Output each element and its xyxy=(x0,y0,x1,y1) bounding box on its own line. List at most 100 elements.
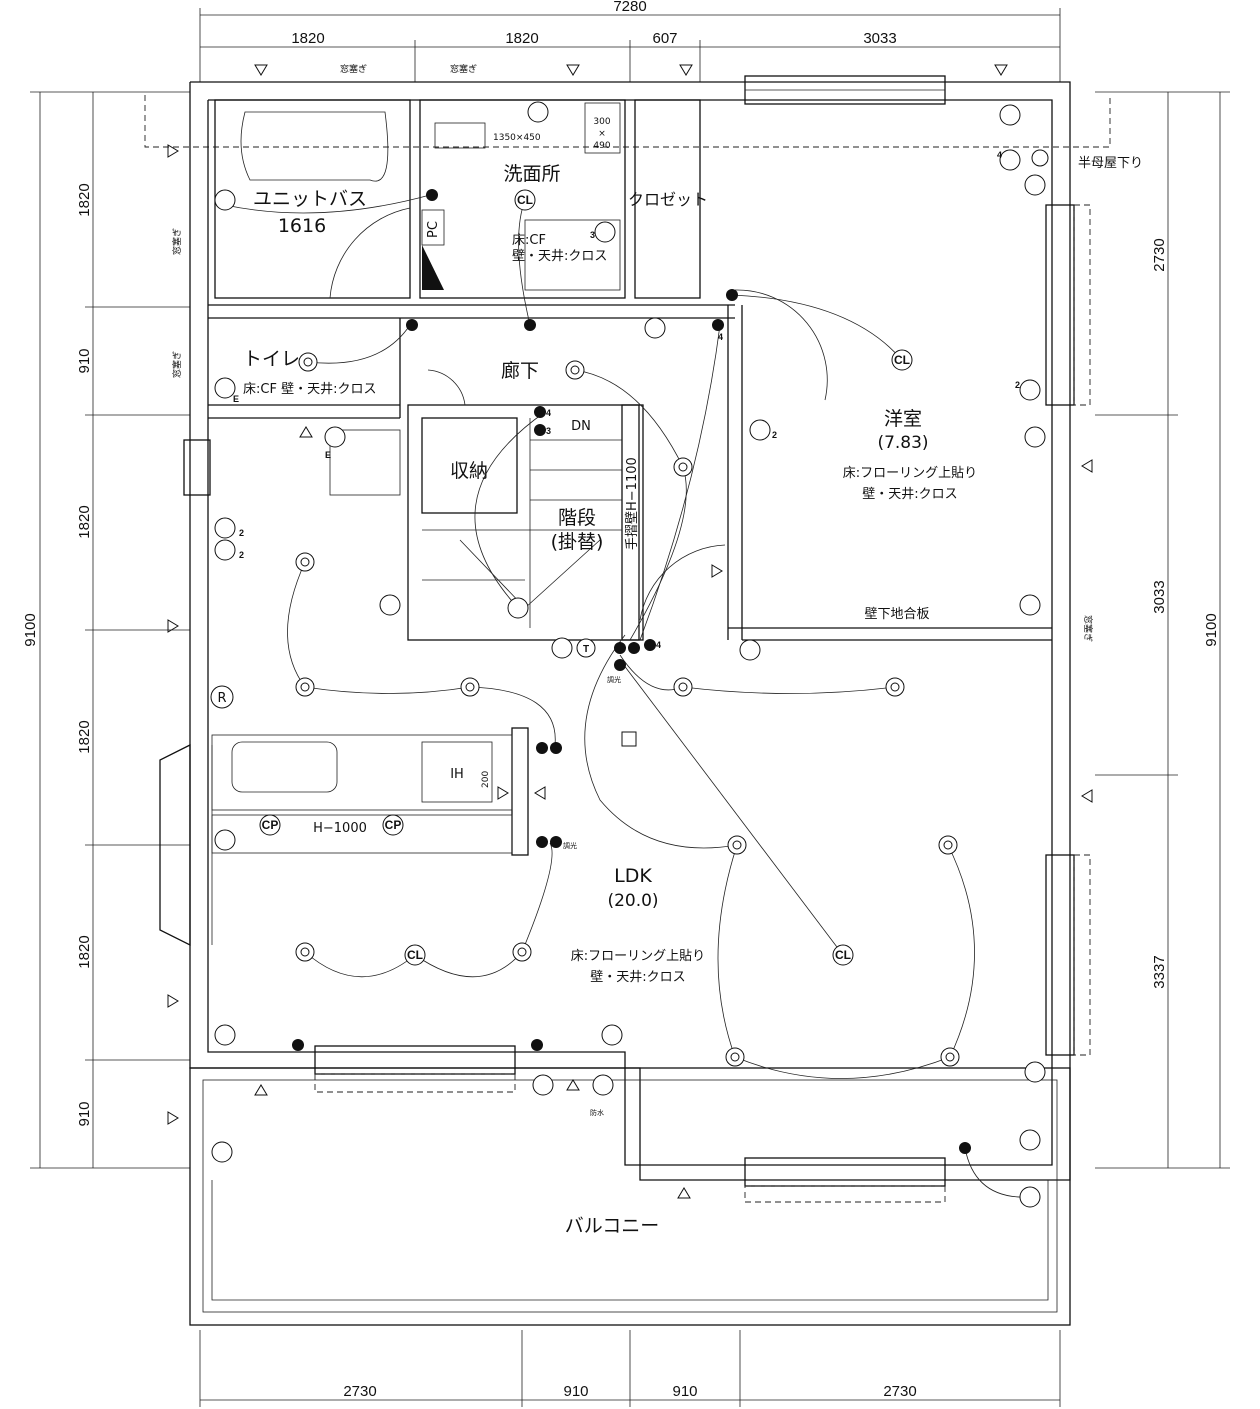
cabinet xyxy=(584,102,621,154)
stairs-label: 階段 xyxy=(558,507,596,529)
stair-treads xyxy=(422,418,622,628)
dim-bottom-3: 910 xyxy=(672,1383,697,1400)
ldk-floor: 床:フローリング上貼り xyxy=(571,949,705,964)
roof-line xyxy=(144,95,1111,148)
storage-box xyxy=(421,417,518,514)
waterproof-outlet: 防水 xyxy=(590,1108,604,1117)
exterior-walls xyxy=(159,75,1091,1326)
ceiling-light-ldk-2: CL xyxy=(835,948,851,962)
window-left xyxy=(183,439,211,496)
dim-right-3: 3337 xyxy=(1151,955,1168,988)
ceiling-light-western: CL xyxy=(894,353,910,367)
western-room-base: 壁下地合板 xyxy=(864,607,929,622)
closet-label: クロゼット xyxy=(628,190,708,209)
dim-top-4: 3033 xyxy=(863,30,896,47)
outlet-count-3way: 3 xyxy=(590,230,595,240)
cabinet-width: 300 xyxy=(593,117,610,127)
dining-counter xyxy=(211,814,513,854)
window-fill-note-1: 窓塞ぎ xyxy=(340,63,367,75)
vanity xyxy=(434,122,486,149)
tv-outlet: T xyxy=(583,644,589,655)
downlights xyxy=(295,352,960,1067)
outlets xyxy=(211,101,1049,1208)
balcony-label: バルコニー xyxy=(565,1215,660,1237)
dim-top-3: 607 xyxy=(652,30,677,47)
bath-label: ユニットバス xyxy=(253,188,367,210)
dim-left-1: 1820 xyxy=(76,183,93,216)
ldk-area: (20.0) xyxy=(607,891,658,911)
cabinet-x: × xyxy=(598,129,606,139)
window-fill-note-3: 窓塞ぎ xyxy=(171,228,183,255)
refrigerator-space xyxy=(329,429,401,496)
pc-label: PC xyxy=(426,221,441,238)
storage-label: 収納 xyxy=(450,460,488,482)
dimension-top: 7280 1820 1820 607 3033 xyxy=(199,0,1061,82)
ldk-label: LDK xyxy=(614,865,652,887)
pendant-2: CP xyxy=(385,818,402,832)
dimension-left: 9100 1820 910 1820 1820 1820 910 xyxy=(22,91,190,1169)
stairs-dn: DN xyxy=(571,419,591,434)
earth-toilet: E xyxy=(233,394,239,404)
earth-fridge: E xyxy=(325,450,331,460)
dim-top-2: 1820 xyxy=(505,30,538,47)
switch-count-4b: 4 xyxy=(718,332,723,342)
dim-left-4: 1820 xyxy=(76,720,93,753)
counter-height: H−1000 xyxy=(313,821,367,836)
ceiling-light-washroom: CL xyxy=(517,193,533,207)
switch-count-4a: 4 xyxy=(546,408,551,418)
western-room-area: (7.83) xyxy=(877,433,928,453)
handrail-note: 手摺壁H−1100 xyxy=(625,457,640,550)
western-room-label: 洋室 xyxy=(884,408,922,430)
ih-label: IH xyxy=(450,767,464,782)
ceiling-light-ldk-1: CL xyxy=(407,948,423,962)
washer-pan xyxy=(524,219,621,291)
window-fill-note-2: 窓塞ぎ xyxy=(450,63,477,75)
dim-left-3: 1820 xyxy=(76,505,93,538)
balcony-outline xyxy=(189,1067,1071,1326)
wiring xyxy=(224,194,1031,1198)
dim-left-5: 1820 xyxy=(76,935,93,968)
dimmer-2: 調光 xyxy=(563,841,577,850)
dim-left-6: 910 xyxy=(76,1101,93,1126)
switch-count-3: 3 xyxy=(546,426,551,436)
window-bottom-2 xyxy=(744,1157,946,1187)
fridge-outlet: R xyxy=(217,691,226,706)
dim-right-1: 2730 xyxy=(1151,238,1168,271)
stairs-sub: (掛替) xyxy=(551,531,604,553)
dim-bottom-2: 910 xyxy=(563,1383,588,1400)
window-fill-note-4: 窓塞ぎ xyxy=(171,351,183,378)
switch-count-4d: 4 xyxy=(997,150,1002,160)
outlet-count-2: 2 xyxy=(239,550,244,560)
corridor-label: 廊下 xyxy=(501,360,539,382)
vanity-size: 1350×450 xyxy=(493,133,541,143)
ldk-wall: 壁・天井:クロス xyxy=(590,970,685,985)
interior-walls xyxy=(208,99,1052,856)
dim-left-2: 910 xyxy=(76,348,93,373)
switches xyxy=(292,189,971,1154)
window-bottom-1 xyxy=(314,1045,516,1075)
washroom-floor: 床:CF xyxy=(512,233,546,248)
dim-top-total: 7280 xyxy=(613,0,646,15)
western-room-wall: 壁・天井:クロス xyxy=(862,487,957,502)
pc-box xyxy=(421,209,445,246)
outlet-count-4: 2 xyxy=(1015,380,1020,390)
ih-width: 200 xyxy=(481,771,491,788)
kitchen-sink xyxy=(231,741,338,793)
washroom-wall: 壁・天井:クロス xyxy=(512,249,607,264)
toilet-finish: 床:CF 壁・天井:クロス xyxy=(243,382,376,397)
dim-bottom-1: 2730 xyxy=(343,1383,376,1400)
roof-note: 半母屋下り xyxy=(1078,156,1143,171)
dim-right-total: 9100 xyxy=(1203,613,1220,646)
dimension-bottom: 2730 910 910 2730 xyxy=(199,1330,1061,1407)
dim-left-total: 9100 xyxy=(22,613,39,646)
bathtub xyxy=(240,111,389,182)
triangle-markers xyxy=(167,64,1093,1199)
kitchen-counter xyxy=(211,734,513,811)
cabinet-depth: 490 xyxy=(593,141,610,151)
window-fill-note-5: 窓塞ぎ xyxy=(1082,615,1094,642)
dimmer-1: 調光 xyxy=(607,675,621,684)
ih-cooktop xyxy=(421,741,493,803)
switch-count-4c: 4 xyxy=(656,640,661,650)
symbol-labels: CL CL CL CL CP CP PC R T E E 2 2 2 2 3 3… xyxy=(210,150,1020,1117)
